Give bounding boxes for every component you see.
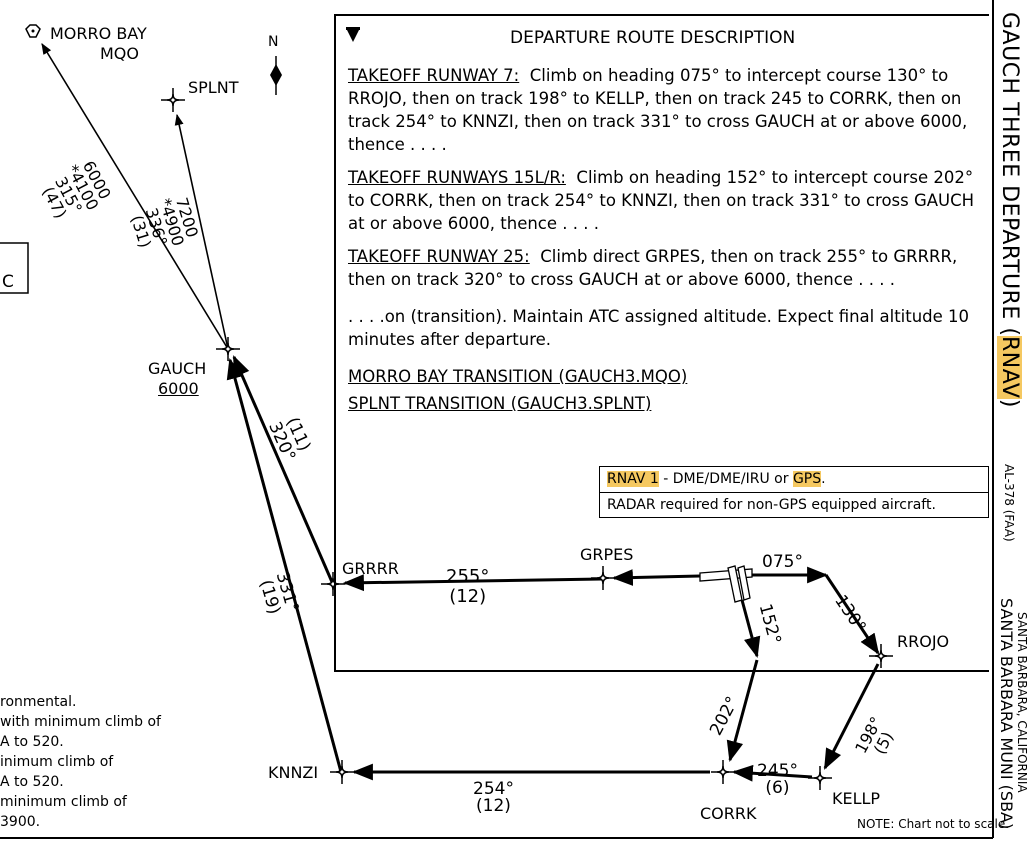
leg-rwy15-corrk [726, 659, 759, 763]
takeoff-rwy25-paragraph: TAKEOFF RUNWAY 25: Climb direct GRPES, t… [348, 245, 988, 291]
kellp-corrk-annotation: 245° (6) [757, 763, 798, 797]
corrk-label: CORRK [700, 804, 757, 823]
transition-paragraph: . . . .on (transition). Maintain ATC ass… [348, 307, 970, 349]
gauch-fix-icon [215, 336, 241, 362]
grpes-grrrr-course: 255° [446, 566, 490, 587]
chart-frame [0, 0, 994, 839]
left-note-line: A to 520. [0, 774, 64, 790]
leg-grpes-grrrr [342, 574, 603, 592]
leg-rrojo-kellp [823, 663, 880, 770]
leg-rwy25-grpes [611, 569, 701, 586]
north-label: N [268, 34, 279, 50]
takeoff-rwy25-heading: TAKEOFF RUNWAY 25: [348, 247, 530, 266]
knnzi-label: KNNZI [268, 763, 319, 782]
gps-label: GPS [792, 471, 822, 487]
description-header: DEPARTURE ROUTE DESCRIPTION [510, 28, 796, 48]
departure-route-description-box [334, 14, 989, 672]
leg-rwy7-rrojo [824, 574, 880, 655]
leg-grrrr-gauch [232, 355, 334, 583]
departure-symbol-icon [346, 27, 360, 42]
left-note-line: A to 520. [0, 734, 64, 750]
leg-gauch-mqo [41, 43, 229, 350]
kellp-corrk-distance: (6) [765, 778, 790, 798]
procedure-title: GAUCH THREE DEPARTURE (RNAV) [997, 12, 1022, 408]
splnt-transition: SPLNT TRANSITION (GAUCH3.SPLNT) [348, 394, 652, 413]
takeoff-rwy15-text: Climb on heading 152° to intercept cours… [348, 168, 975, 233]
corrk-fix-icon [710, 759, 736, 785]
rwy7-heading-label: 075° [762, 552, 803, 572]
kellp-corrk-course: 245° [757, 761, 798, 781]
procedure-title-text: GAUCH THREE DEPARTURE [997, 12, 1022, 320]
radar-note: RADAR required for non-GPS equipped airc… [600, 492, 988, 518]
left-note-line: minimum climb of [0, 794, 127, 810]
grpes-grrrr-distance: (12) [449, 586, 487, 607]
leg-kellp-corrk [731, 764, 813, 782]
airport-location: SANTA BARBARA, CALIFORNIA [1015, 612, 1029, 793]
side-title-strip: GAUCH THREE DEPARTURE (RNAV) AL-378 (FAA… [994, 12, 1030, 842]
airport-diagram [699, 565, 753, 603]
left-edge-letter: C [2, 272, 14, 292]
gauch-altitude: 6000 [158, 379, 199, 398]
morro-bay-label: MORRO BAY [50, 24, 147, 43]
corrk-knnzi-course: 254° [473, 779, 514, 799]
takeoff-rwy15-paragraph: TAKEOFF RUNWAYS 15L/R: Climb on heading … [348, 166, 988, 235]
left-note-line: 3900. [0, 814, 41, 830]
morro-bay-vor-icon [25, 24, 41, 38]
scale-note: NOTE: Chart not to scale. [857, 817, 1010, 831]
knnzi-fix-icon [329, 759, 355, 785]
rnav-note: RNAV 1 - DME/DME/IRU or GPS. [600, 467, 988, 492]
form-id: AL-378 (FAA) [1002, 464, 1016, 542]
splnt-label: SPLNT [188, 78, 239, 97]
kellp-label: KELLP [832, 789, 881, 808]
leg-gauch-splnt [174, 113, 229, 350]
takeoff-rwy7-heading: TAKEOFF RUNWAY 7: [348, 66, 520, 85]
takeoff-rwy7-paragraph: TAKEOFF RUNWAY 7: Climb on heading 075° … [348, 64, 988, 156]
mqo-label: MQO [100, 44, 139, 63]
airport-name: SANTA BARBARA MUNI (SBA) [997, 598, 1016, 830]
grpes-grrrr-annotation: 255° (12) [446, 567, 489, 607]
left-note-line: ronmental. [0, 694, 77, 710]
gauch-label: GAUCH [148, 359, 207, 378]
left-notes: ronmental. with minimum climb of A to 52… [0, 692, 161, 832]
splnt-fix-icon [160, 87, 186, 113]
rnav-note-end: . [821, 471, 826, 487]
grpes-label: GRPES [580, 545, 634, 564]
morro-bay-transition: MORRO BAY TRANSITION (GAUCH3.MQO) [348, 367, 688, 386]
left-note-line: inimum climb of [0, 754, 114, 770]
corrk-knnzi-distance: (12) [476, 796, 511, 816]
grrrr-label: GRRRR [342, 559, 399, 578]
rnav-title-suffix: RNAV [997, 336, 1022, 399]
kellp-fix-icon [807, 765, 833, 791]
left-note-line: with minimum climb of [0, 714, 161, 730]
route-legs [41, 43, 880, 782]
takeoff-rwy7-text: Climb on heading 075° to intercept cours… [348, 66, 968, 154]
north-arrow-icon [270, 56, 282, 95]
rnav-note-text: - DME/DME/IRU or [658, 471, 793, 487]
takeoff-rwy25-text: Climb direct GRPES, then on track 255° t… [348, 247, 958, 289]
takeoff-rwy15-heading: TAKEOFF RUNWAYS 15L/R: [348, 168, 566, 187]
rrojo-label: RROJO [897, 632, 950, 651]
rnav-label: RNAV 1 [607, 471, 659, 487]
equipment-note-box: RNAV 1 - DME/DME/IRU or GPS. RADAR requi… [599, 466, 989, 518]
corrk-knnzi-annotation: 254° (12) [473, 781, 514, 815]
leg-rwy15-heading [740, 599, 761, 659]
left-edge-box [0, 242, 29, 294]
leg-knnzi-gauch [226, 357, 343, 773]
description-body: TAKEOFF RUNWAY 7: Climb on heading 075° … [348, 64, 988, 415]
